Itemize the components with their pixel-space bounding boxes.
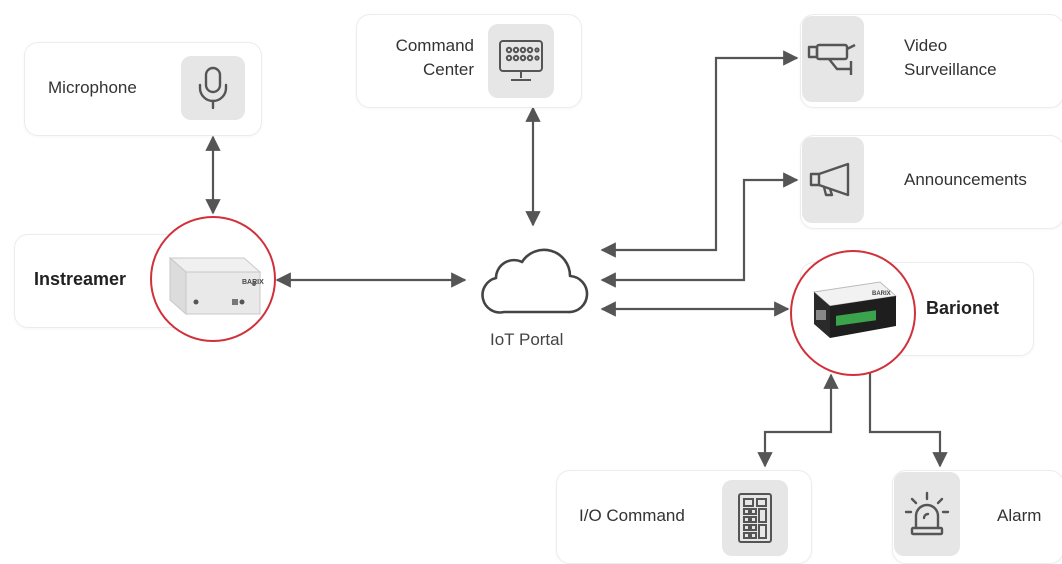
- alarm-light-icon: [894, 472, 960, 556]
- command-center-label-line1: Command: [395, 36, 474, 55]
- video-surveillance-label-line2: Surveillance: [904, 60, 997, 79]
- barionet-device-image: BARIX: [790, 250, 916, 376]
- microphone-label: Microphone: [48, 78, 137, 97]
- instreamer-label: Instreamer: [34, 269, 127, 289]
- announcements-label: Announcements: [904, 170, 1027, 189]
- keypad-panel-icon: [722, 480, 788, 556]
- io-command-label: I/O Command: [579, 506, 685, 525]
- link-iot-video: [600, 50, 799, 258]
- security-camera-icon: [802, 16, 864, 102]
- megaphone-icon: [802, 137, 864, 223]
- video-surveillance-label-line1: Video: [904, 36, 948, 55]
- iot-portal-label: IoT Portal: [490, 330, 564, 349]
- alarm-label: Alarm: [997, 506, 1042, 525]
- link-iot-announcements: [600, 172, 799, 288]
- command-center-label-line2: Center: [422, 60, 474, 79]
- link-barionet-io: [757, 373, 839, 468]
- barionet-brand: BARIX: [872, 291, 891, 297]
- microphone-icon: [181, 56, 245, 120]
- cloud-icon: [476, 238, 592, 318]
- monitor-keypad-icon: [488, 24, 554, 98]
- barionet-label: Barionet: [926, 298, 1000, 318]
- instreamer-device-image: BARIX: [150, 216, 276, 342]
- link-barionet-alarm: [868, 373, 948, 468]
